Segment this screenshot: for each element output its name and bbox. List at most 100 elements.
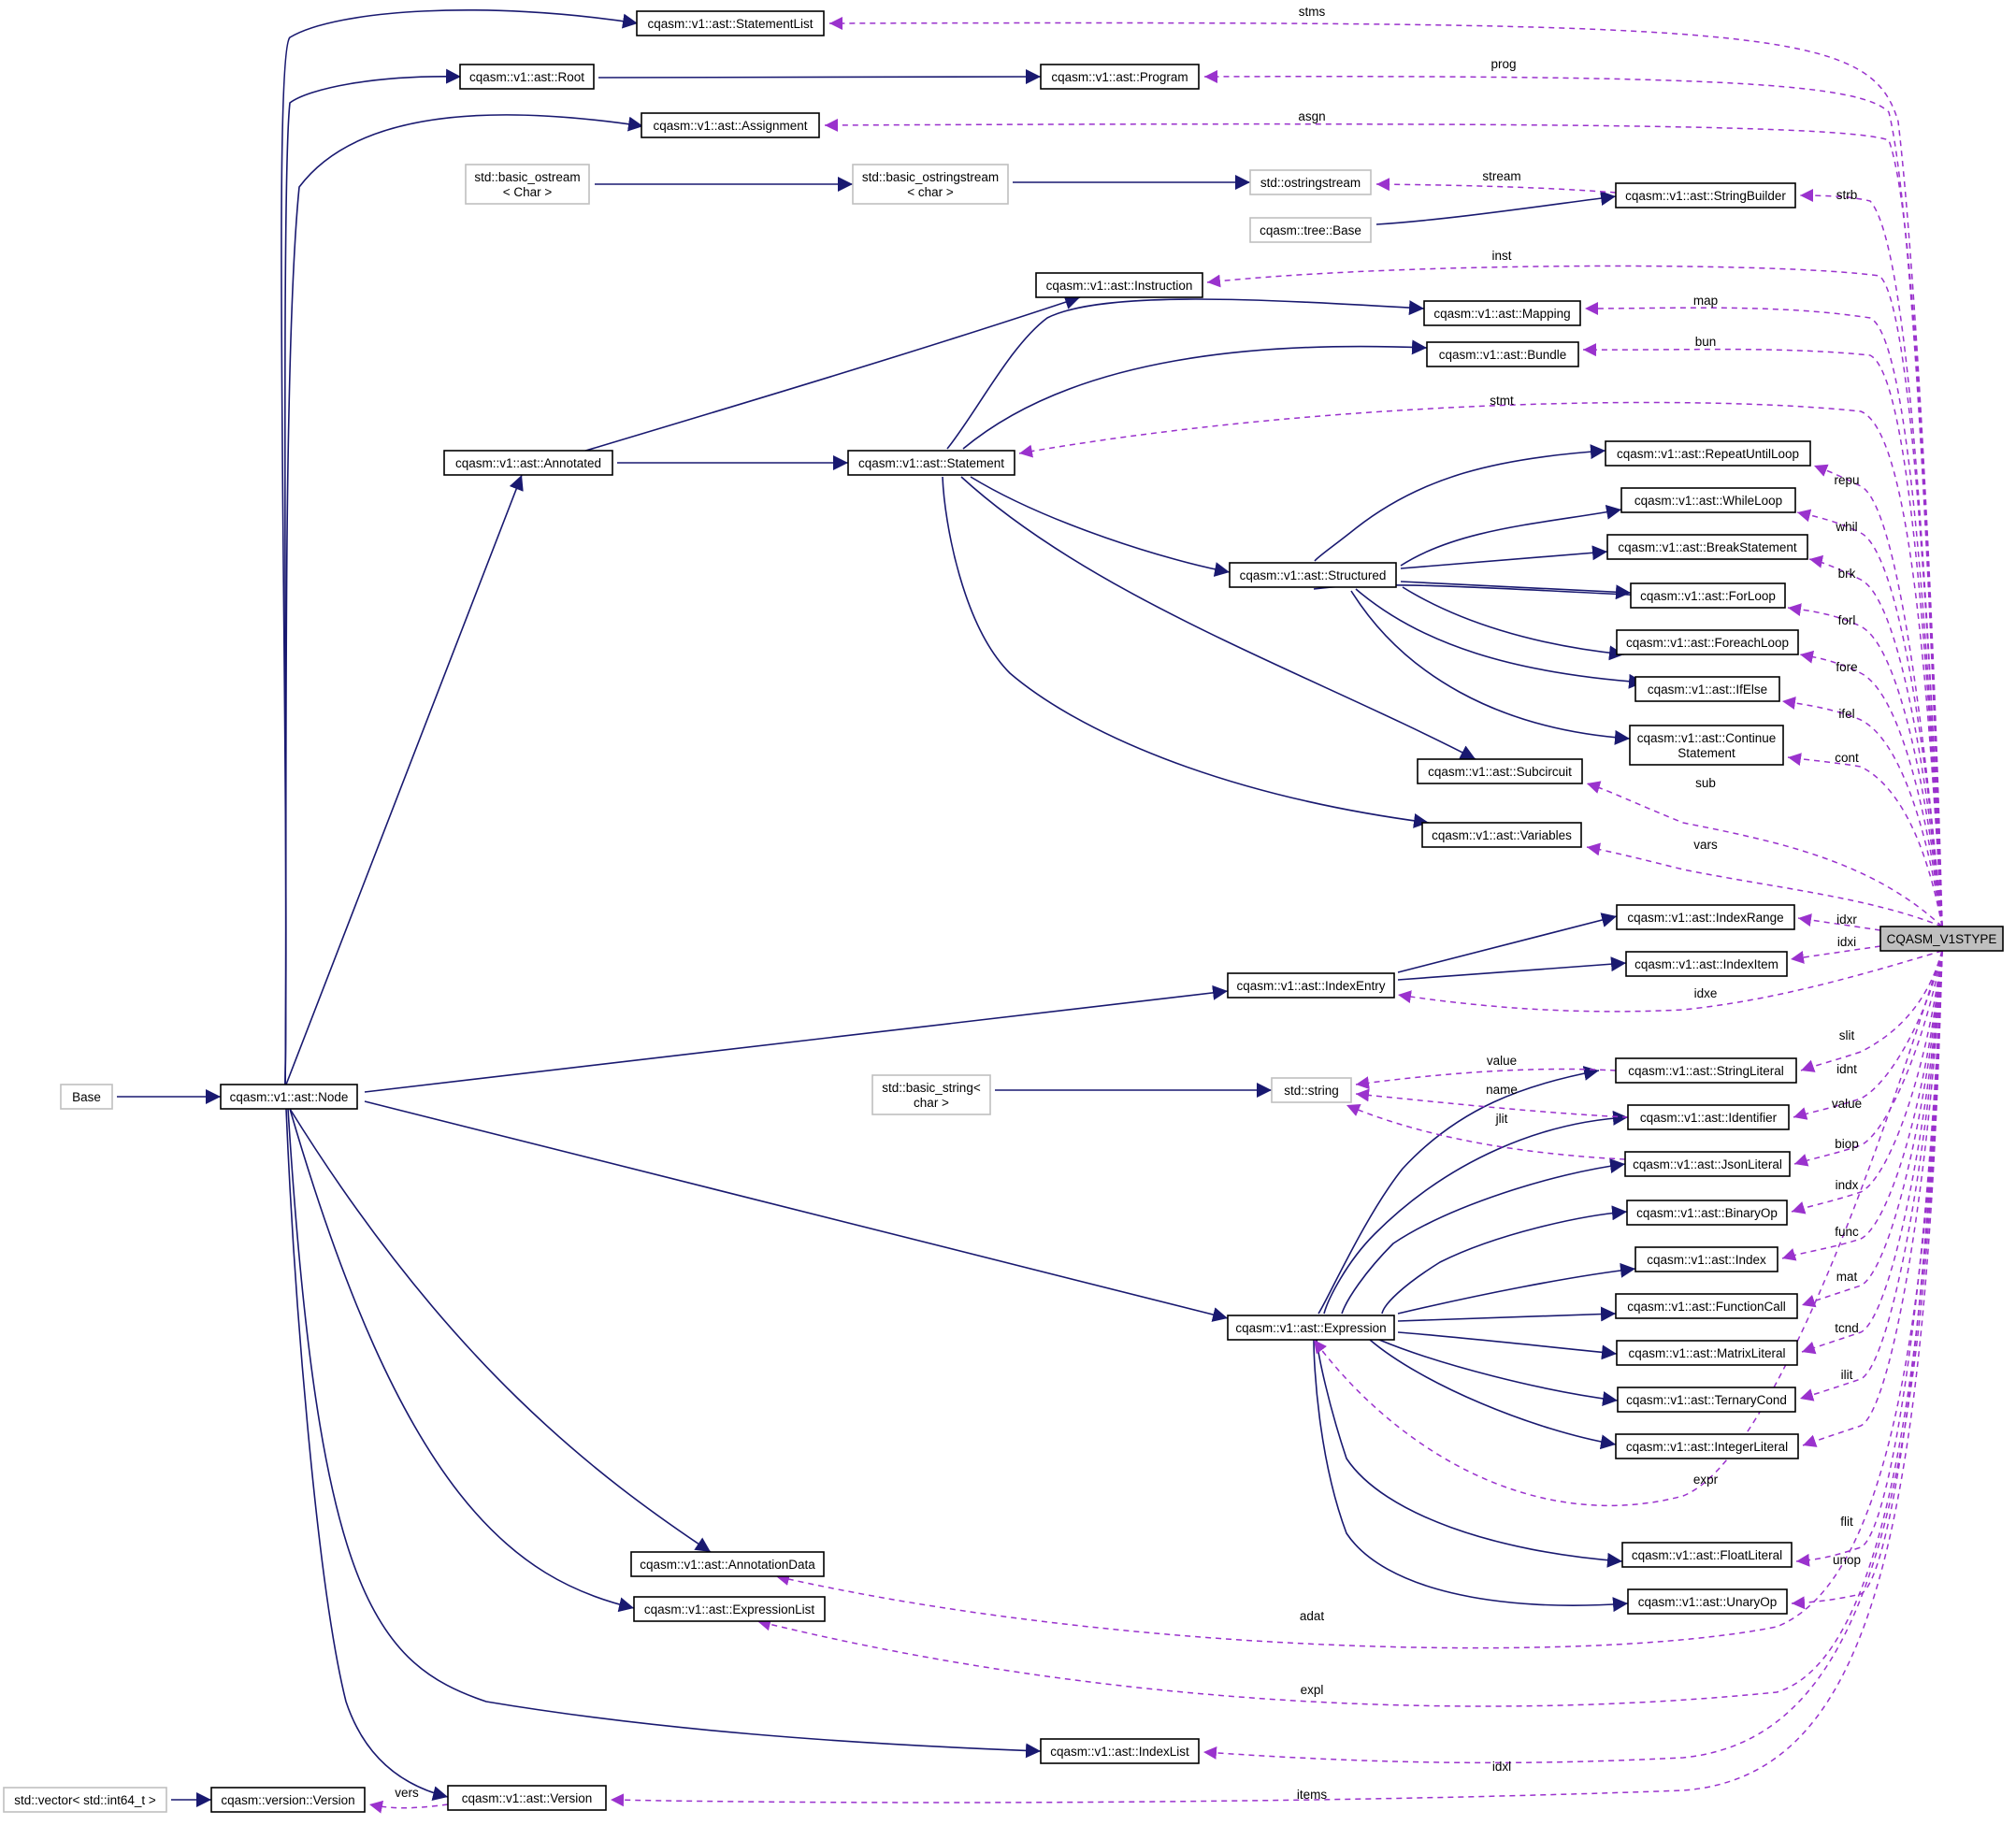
inheritance-edge-assignment: [284, 114, 644, 1085]
node-label: std::string: [1284, 1084, 1339, 1098]
class-node-repeatuntilloop[interactable]: cqasm::v1::ast::RepeatUntilLoop: [1605, 440, 1811, 467]
class-node-version[interactable]: cqasm::version::Version: [210, 1787, 366, 1813]
edge-label-jlit: value: [1832, 1097, 1862, 1111]
class-node-string[interactable]: std::string: [1271, 1077, 1352, 1103]
class-node-indexentry[interactable]: cqasm::v1::ast::IndexEntry: [1227, 972, 1395, 999]
class-node-statement[interactable]: cqasm::v1::ast::Statement: [847, 450, 1015, 476]
class-node-base[interactable]: Base: [60, 1084, 113, 1110]
node-label: cqasm::v1::ast::FunctionCall: [1627, 1300, 1786, 1314]
node-box: [1615, 182, 1796, 208]
usage-edge-cont: [1787, 753, 1943, 927]
node-box: [465, 164, 590, 205]
class-node-basic_ostream[interactable]: std::basic_ostream< Char >: [465, 164, 590, 205]
usage-edge-strb: [1799, 189, 1943, 927]
node-label: cqasm::v1::ast::WhileLoop: [1634, 494, 1782, 508]
class-node-variables[interactable]: cqasm::v1::ast::Variables: [1421, 822, 1582, 848]
edge-label-stmt: stmt: [1490, 394, 1514, 408]
node-box: [220, 1084, 358, 1110]
class-node-indexrange[interactable]: cqasm::v1::ast::IndexRange: [1616, 904, 1795, 930]
node-label: cqasm::tree::Base: [1260, 223, 1361, 237]
class-node-program[interactable]: cqasm::v1::ast::Program: [1040, 64, 1200, 90]
class-node-assignment[interactable]: cqasm::v1::ast::Assignment: [641, 112, 820, 138]
class-node-ostringstream[interactable]: std::ostringstream: [1249, 169, 1372, 195]
inheritance-edge-annotationdata: [289, 1108, 712, 1553]
node-box: [1227, 1315, 1395, 1341]
class-node-integerliteral[interactable]: cqasm::v1::ast::IntegerLiteral: [1615, 1433, 1799, 1459]
class-node-foreachloop[interactable]: cqasm::v1::ast::ForeachLoop: [1616, 629, 1799, 655]
edge-label-map: map: [1693, 294, 1718, 308]
class-node-vector[interactable]: std::vector< std::int64_t >: [3, 1787, 167, 1813]
class-node-subcircuit[interactable]: cqasm::v1::ast::Subcircuit: [1417, 758, 1583, 784]
class-node-basic_string[interactable]: std::basic_string<char >: [871, 1074, 991, 1115]
class-node-jsonliteral[interactable]: cqasm::v1::ast::JsonLiteral: [1624, 1151, 1791, 1177]
class-node-treebase[interactable]: cqasm::tree::Base: [1249, 217, 1372, 243]
class-node-stringbuilder[interactable]: cqasm::v1::ast::StringBuilder: [1615, 182, 1796, 208]
node-box: [852, 164, 1009, 205]
node-box: [1615, 1433, 1799, 1459]
class-node-instruction[interactable]: cqasm::v1::ast::Instruction: [1035, 272, 1203, 298]
usage-edge-idnt: [1793, 950, 1943, 1120]
edge-label-value: value: [1487, 1054, 1517, 1068]
class-node-statementlist[interactable]: cqasm::v1::ast::StatementList: [636, 10, 825, 36]
node-box: [60, 1084, 113, 1110]
edge-label-flit: flit: [1840, 1515, 1853, 1529]
class-node-functioncall[interactable]: cqasm::v1::ast::FunctionCall: [1615, 1293, 1798, 1319]
node-box: [636, 10, 825, 36]
class-node-annotated[interactable]: cqasm::v1::ast::Annotated: [443, 450, 613, 476]
node-label: cqasm::v1::ast::IndexRange: [1627, 911, 1783, 925]
class-node-annotationdata[interactable]: cqasm::v1::ast::AnnotationData: [630, 1551, 825, 1577]
usage-edge-unop: [1791, 950, 1943, 1610]
class-node-unaryop[interactable]: cqasm::v1::ast::UnaryOp: [1627, 1588, 1788, 1615]
inheritance-edge-breakstatement: [1400, 545, 1608, 569]
class-node-bundle[interactable]: cqasm::v1::ast::Bundle: [1426, 341, 1579, 367]
edge-label-name: name: [1486, 1083, 1518, 1097]
class-node-breakstatement[interactable]: cqasm::v1::ast::BreakStatement: [1606, 534, 1808, 560]
class-node-root[interactable]: cqasm::v1::ast::Root: [459, 64, 595, 90]
edge-label-prog: prog: [1490, 57, 1516, 71]
node-box: [1617, 1387, 1796, 1413]
class-node-ifelse[interactable]: cqasm::v1::ast::IfElse: [1634, 676, 1780, 702]
edge-label-func: func: [1835, 1225, 1859, 1239]
node-label: cqasm::v1::ast::Node: [230, 1090, 349, 1104]
node-box: [1620, 487, 1796, 513]
usage-edge-whil: [1796, 509, 1943, 927]
class-node-basic_ostringstream[interactable]: std::basic_ostringstream< char >: [852, 164, 1009, 205]
class-node-cqasm_v1stype[interactable]: CQASM_V1STYPE: [1879, 926, 2004, 952]
class-node-index[interactable]: cqasm::v1::ast::Index: [1634, 1246, 1778, 1272]
class-node-mapping[interactable]: cqasm::v1::ast::Mapping: [1423, 300, 1581, 326]
node-box: [1271, 1077, 1352, 1103]
node-label: std::basic_string<: [882, 1081, 981, 1095]
node-box: [633, 1596, 826, 1622]
edge-label-sub: sub: [1695, 776, 1716, 790]
class-node-indexlist[interactable]: cqasm::v1::ast::IndexList: [1040, 1738, 1200, 1764]
usage-edge-mat: [1801, 950, 1943, 1355]
edge-label-idnt: idnt: [1836, 1062, 1857, 1076]
usage-edge-repu: [1813, 464, 1943, 927]
class-node-binaryop[interactable]: cqasm::v1::ast::BinaryOp: [1626, 1200, 1788, 1226]
inheritance-edge-astversion: [285, 1108, 449, 1801]
usage-edge-stmt: [1018, 401, 1943, 927]
class-node-whileloop[interactable]: cqasm::v1::ast::WhileLoop: [1620, 487, 1796, 513]
inheritance-edge-floatliteral: [1316, 1339, 1623, 1568]
usage-edge-jlit: [1793, 950, 1943, 1167]
class-node-forloop[interactable]: cqasm::v1::ast::ForLoop: [1630, 582, 1786, 609]
node-label: CQASM_V1STYPE: [1887, 932, 1997, 946]
edge-label-ilit: ilit: [1841, 1368, 1853, 1382]
class-node-structured[interactable]: cqasm::v1::ast::Structured: [1229, 562, 1397, 588]
class-node-indexitem[interactable]: cqasm::v1::ast::IndexItem: [1625, 951, 1788, 977]
class-node-expression[interactable]: cqasm::v1::ast::Expression: [1227, 1315, 1395, 1341]
usage-edge-expl: [756, 950, 1943, 1707]
edge-label-tcnd: tcnd: [1835, 1321, 1859, 1335]
class-node-floatliteral[interactable]: cqasm::v1::ast::FloatLiteral: [1621, 1542, 1793, 1568]
class-node-matrixliteral[interactable]: cqasm::v1::ast::MatrixLiteral: [1616, 1340, 1798, 1366]
node-label: cqasm::v1::ast::Assignment: [653, 119, 807, 133]
class-node-identifier[interactable]: cqasm::v1::ast::Identifier: [1627, 1104, 1790, 1130]
class-node-expressionlist[interactable]: cqasm::v1::ast::ExpressionList: [633, 1596, 826, 1622]
class-node-node[interactable]: cqasm::v1::ast::Node: [220, 1084, 358, 1110]
node-label: cqasm::v1::ast::Root: [469, 70, 584, 84]
class-node-ternarycond[interactable]: cqasm::v1::ast::TernaryCond: [1617, 1387, 1796, 1413]
class-node-stringliteral[interactable]: cqasm::v1::ast::StringLiteral: [1615, 1057, 1797, 1084]
node-label: cqasm::v1::ast::Expression: [1235, 1321, 1386, 1335]
class-node-astversion[interactable]: cqasm::v1::ast::Version: [447, 1785, 607, 1811]
